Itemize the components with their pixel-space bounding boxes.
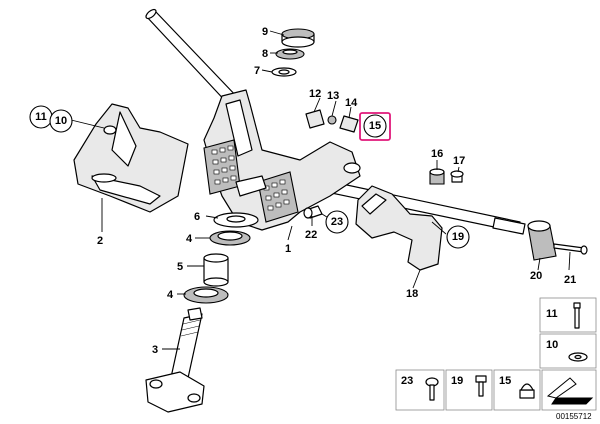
clip-part-12 bbox=[305, 109, 325, 129]
legend-label-11: 11 bbox=[546, 308, 558, 320]
legend-label-19: 19 bbox=[451, 375, 463, 387]
legend-box-23 bbox=[395, 369, 445, 411]
legend-panel: 11 10 23 19 15 bbox=[395, 297, 597, 421]
rubber-part-16 bbox=[429, 168, 445, 185]
part-label-17: 17 bbox=[453, 155, 465, 167]
part-labels: 9 8 7 12 13 14 2 6 4 5 4 3 1 22 16 17 18… bbox=[97, 26, 576, 356]
rivet-icon bbox=[475, 375, 487, 397]
circled-labels: 11 10 23 19 15 bbox=[29, 105, 470, 249]
part-label-21: 21 bbox=[564, 274, 576, 286]
grip-cover-part-18 bbox=[355, 185, 443, 271]
part-label-15: 15 bbox=[369, 120, 381, 132]
cap-part-9 bbox=[281, 28, 315, 48]
part-label-4-upper: 4 bbox=[186, 233, 193, 245]
bolt-icon bbox=[425, 377, 439, 401]
screw-part-17 bbox=[450, 170, 464, 183]
steering-stem-part-3 bbox=[145, 307, 205, 413]
part-label-3: 3 bbox=[152, 344, 158, 356]
part-label-23: 23 bbox=[331, 216, 343, 228]
legend-label-15: 15 bbox=[499, 375, 511, 387]
legend-box-11 bbox=[539, 297, 597, 333]
screw-part-21 bbox=[553, 243, 588, 255]
legend-box-10 bbox=[539, 333, 597, 369]
part-label-22: 22 bbox=[305, 229, 317, 241]
part-label-13: 13 bbox=[327, 90, 339, 102]
washer-part-7 bbox=[271, 67, 297, 77]
cap-nut-icon bbox=[519, 383, 535, 399]
nut-part-13 bbox=[327, 115, 337, 125]
bar-end-part-20 bbox=[527, 220, 557, 261]
part-label-7: 7 bbox=[254, 65, 260, 77]
washer-icon bbox=[568, 352, 588, 362]
part-label-9: 9 bbox=[262, 26, 268, 38]
part-label-14: 14 bbox=[345, 97, 358, 109]
bearing-part-4-lower bbox=[183, 286, 229, 304]
part-label-2: 2 bbox=[97, 235, 103, 247]
clip-part-14 bbox=[339, 115, 359, 133]
sleeve-part-5 bbox=[203, 253, 229, 287]
part-label-8: 8 bbox=[262, 48, 268, 60]
part-label-12: 12 bbox=[309, 88, 321, 100]
part-label-18: 18 bbox=[406, 288, 418, 300]
leader-lines bbox=[66, 30, 571, 350]
part-label-11: 11 bbox=[35, 111, 47, 123]
part-label-16: 16 bbox=[431, 148, 443, 160]
reference-number: 00155712 bbox=[556, 412, 592, 421]
bolt-part-22 bbox=[303, 205, 323, 219]
part-label-5: 5 bbox=[177, 261, 183, 273]
arrow-icon bbox=[546, 377, 594, 405]
part-label-4-lower: 4 bbox=[167, 289, 174, 301]
part-label-1: 1 bbox=[285, 243, 291, 255]
handlebar-clamp bbox=[203, 89, 361, 231]
part-label-10: 10 bbox=[55, 115, 67, 127]
screw-icon bbox=[573, 302, 581, 329]
bearing-part-4-upper bbox=[209, 230, 251, 246]
part-label-19: 19 bbox=[452, 231, 464, 243]
legend-label-10: 10 bbox=[546, 339, 558, 351]
part-label-6: 6 bbox=[194, 211, 200, 223]
washer-part-6 bbox=[213, 212, 259, 228]
part-label-20: 20 bbox=[530, 270, 542, 282]
cover-part bbox=[73, 103, 189, 213]
rubber-part-8 bbox=[275, 48, 305, 60]
legend-label-23: 23 bbox=[401, 375, 413, 387]
